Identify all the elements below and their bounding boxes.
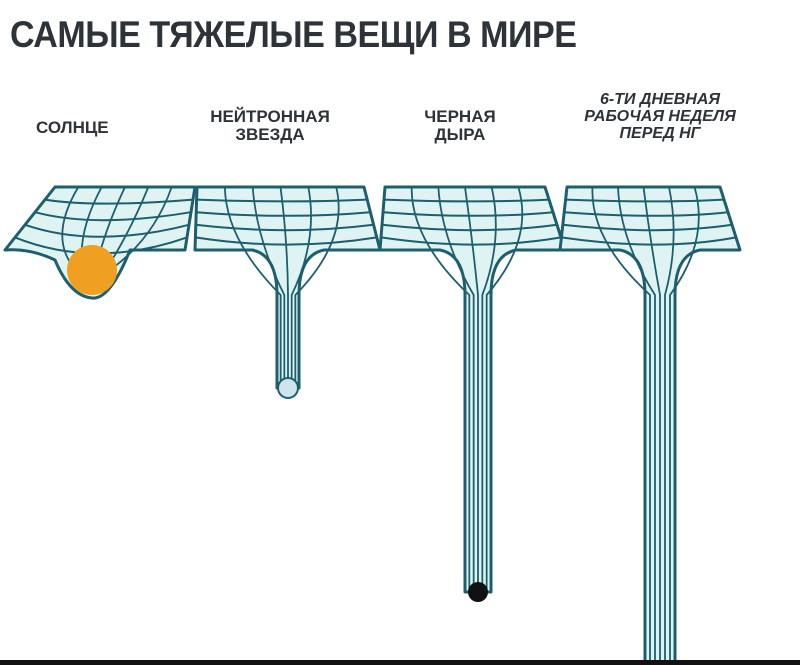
black-hole-sheet (378, 185, 567, 594)
bottom-bar (0, 660, 800, 665)
black-hole-ball (468, 582, 488, 602)
workweek-grid-line (561, 236, 737, 246)
neutron-star-grid-line (294, 186, 340, 388)
neutron-star-grid-line (251, 186, 286, 388)
label-sun: СОЛНЦЕ (36, 119, 109, 137)
black-hole-grid-line (410, 186, 471, 592)
label-text: ЗВЕЗДА (235, 124, 305, 144)
black-hole-grid-line (485, 186, 524, 592)
label-workweek: 6-ТИ ДНЕВНАЯ РАБОЧАЯ НЕДЕЛЯ ПЕРЕД НГ (530, 91, 790, 142)
label-black-hole: ЧЕРНАЯ ДЫРА (390, 108, 530, 144)
workweek-grid-line (591, 186, 651, 665)
sun-ball (67, 245, 117, 295)
label-text: РАБОЧАЯ НЕДЕЛЯ (584, 107, 736, 125)
black-hole-grid-line (481, 186, 497, 592)
sun-grid-line (24, 223, 190, 238)
label-text: ЧЕРНАЯ (424, 107, 496, 126)
sun-sheet (3, 185, 197, 300)
neutron-star-grid-line (223, 186, 282, 388)
neutron-star-ball (277, 377, 299, 399)
black-hole-grid-line (383, 198, 550, 203)
black-hole-grid-line (381, 223, 558, 232)
black-hole-grid-line (380, 236, 562, 246)
label-text: НЕЙТРОННАЯ (210, 107, 330, 126)
black-hole-grid-line (382, 211, 554, 217)
black-hole-grid-line (437, 186, 475, 592)
label-text: ПЕРЕД НГ (619, 124, 701, 142)
sun-grid-line (34, 211, 192, 222)
workweek-grid-line (565, 198, 725, 203)
sun-grid-line (106, 186, 173, 273)
neutron-star-grid-line (195, 223, 374, 232)
neutron-star-grid-line (290, 186, 312, 388)
workweek-grid-line (642, 186, 661, 665)
workweek-grid-line (617, 186, 656, 665)
workweek-grid-line (564, 211, 729, 217)
sun-grid-line (44, 198, 194, 205)
neutron-star-grid-line (279, 186, 289, 388)
label-text: 6-ТИ ДНЕВНАЯ (599, 91, 721, 108)
workweek-grid-line (669, 186, 700, 665)
neutron-star-grid-line (196, 198, 368, 203)
page-title: САМЫЕ ТЯЖЕЛЫЕ ВЕЩИ В МИРЕ (10, 14, 577, 55)
neutron-star-grid-line (196, 211, 371, 217)
label-text: СОЛНЦЕ (36, 118, 109, 137)
black-hole-grid-line (464, 186, 479, 592)
workweek-grid-line (664, 186, 675, 665)
label-text: ДЫРА (434, 124, 486, 144)
workweek-grid-line (562, 223, 733, 232)
label-neutron-star: НЕЙТРОННАЯ ЗВЕЗДА (175, 108, 365, 144)
